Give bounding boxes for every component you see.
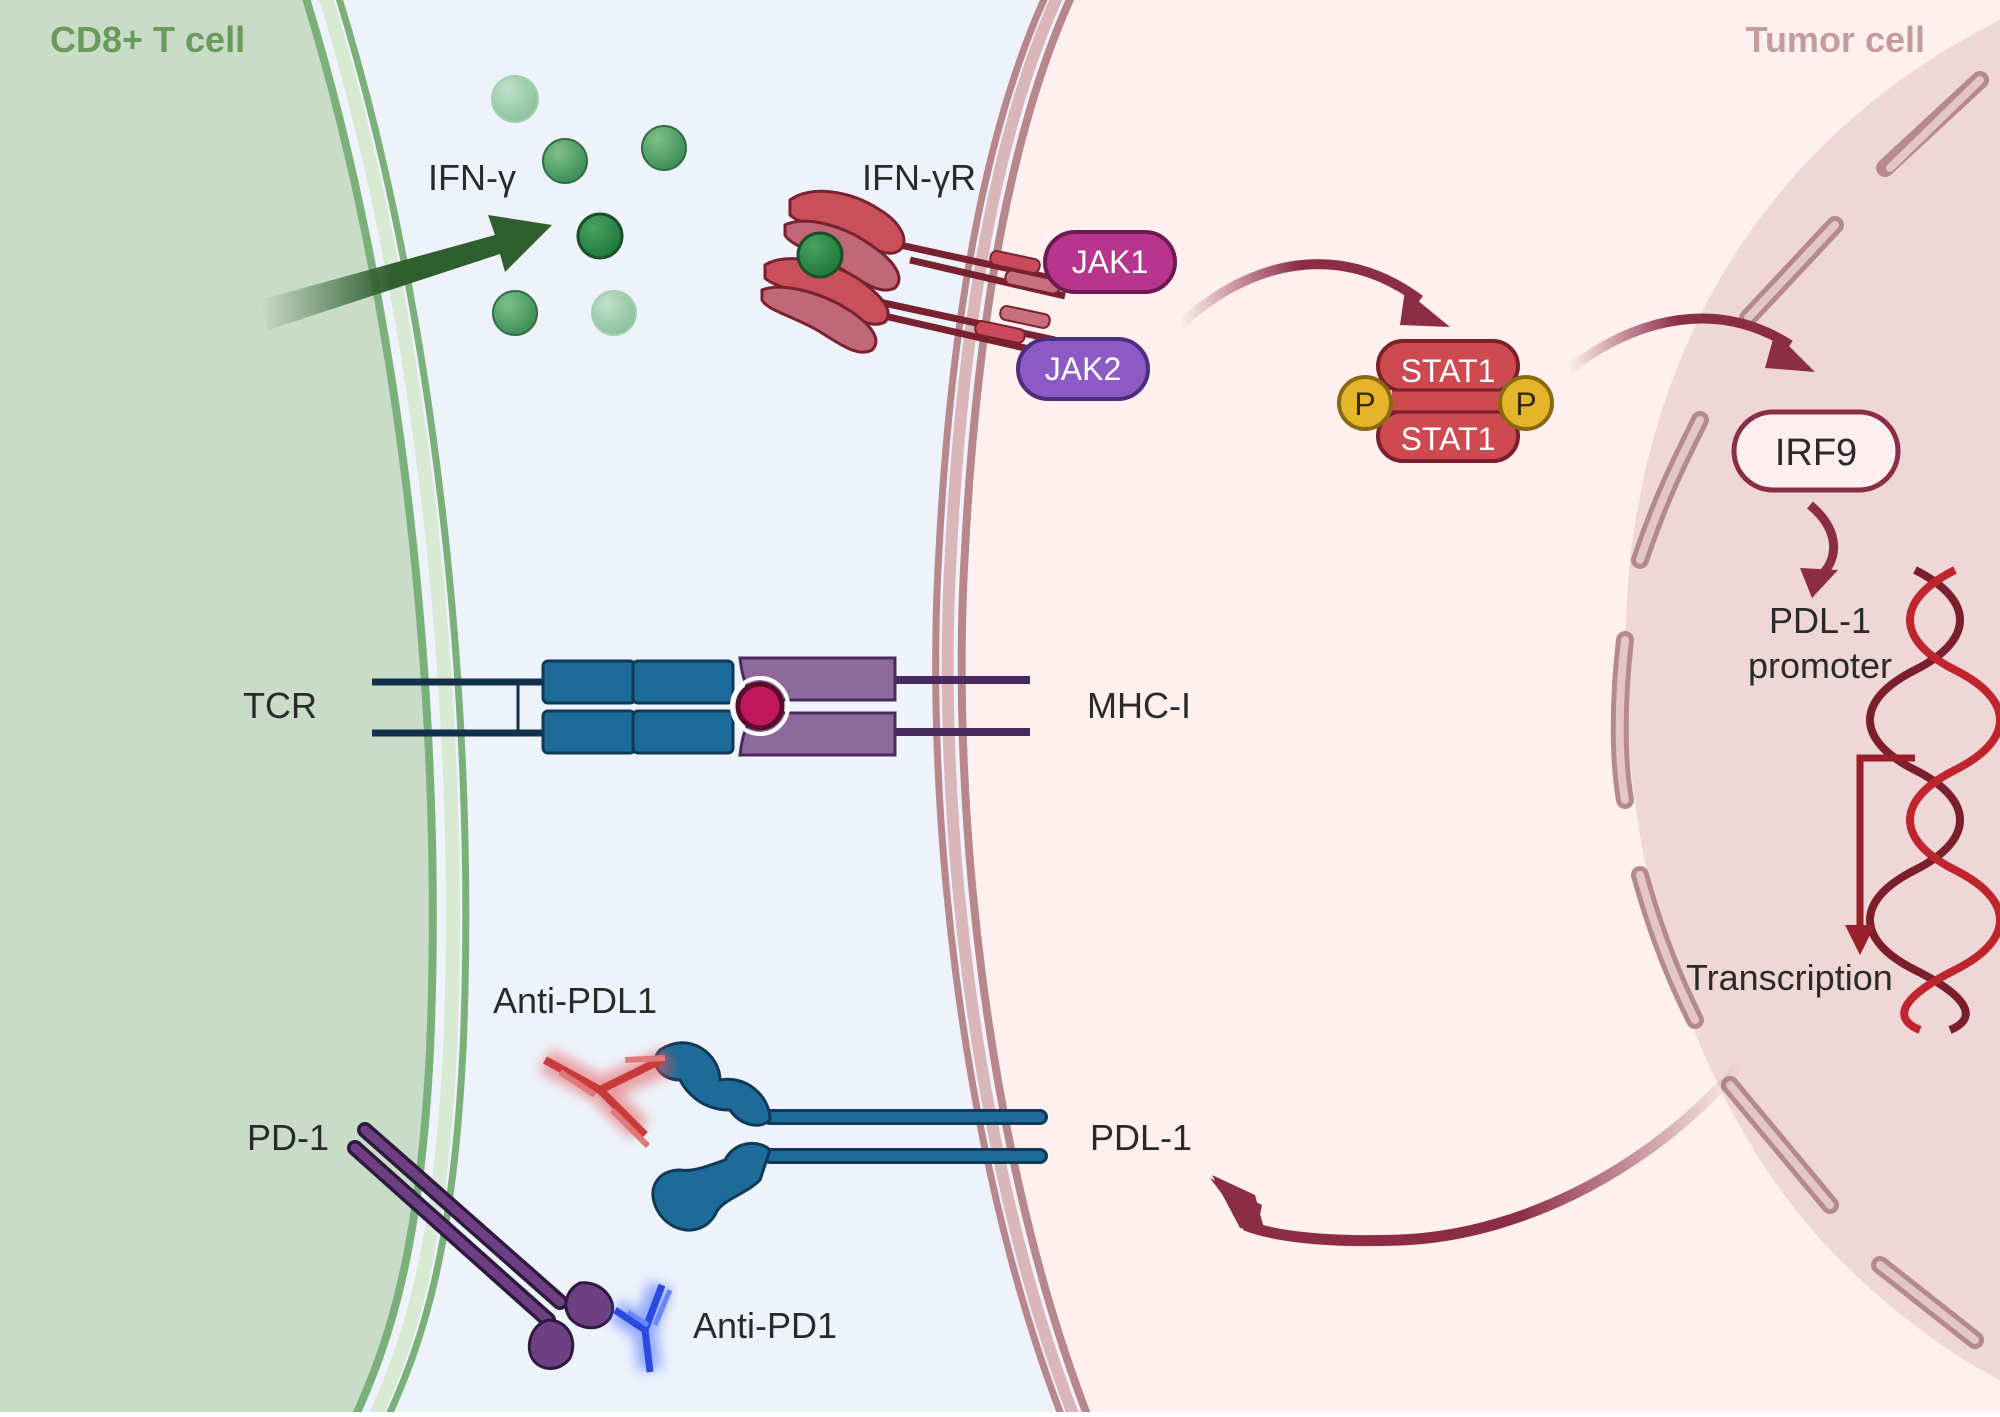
ifn-gamma-receptor-label: IFN-γR — [862, 157, 976, 198]
ifn-gamma-molecule-icon — [491, 75, 687, 336]
ifn-gamma-label: IFN-γ — [428, 157, 516, 198]
tcr-label: TCR — [243, 685, 317, 726]
stat1-top-label: STAT1 — [1401, 353, 1496, 389]
irf9-badge: IRF9 — [1731, 409, 1901, 493]
jak1-badge: JAK1 — [1043, 230, 1177, 294]
t-cell-body — [0, 0, 433, 1412]
phospho-right-icon — [1498, 375, 1554, 431]
jak2-badge: JAK2 — [1016, 337, 1150, 401]
pdl1-promoter-label-line1: PDL-1 — [1769, 600, 1871, 641]
ifn-gamma-receptor-icon — [760, 189, 1066, 360]
tumor-membrane-core — [941, 0, 1080, 1417]
tumor-cell-label: Tumor cell — [1746, 19, 1925, 60]
phospho-left-label: P — [1354, 386, 1375, 422]
pdl1-ligand-icon — [651, 1041, 1048, 1232]
irf9-label: IRF9 — [1775, 432, 1857, 474]
tumor-nucleus — [1625, 20, 2000, 1380]
tcr-complex-icon — [372, 659, 735, 755]
dna-helix-icon — [1866, 566, 2000, 1034]
t-cell-membrane-outer — [302, 0, 437, 1417]
phospho-left-icon — [1337, 375, 1393, 431]
tumor-membrane-inner — [932, 0, 1066, 1417]
mhc-complex-icon — [730, 656, 1030, 757]
phospho-right-label: P — [1515, 386, 1536, 422]
stat-to-irf9-arrow — [1564, 313, 1815, 374]
anti-pd1-label: Anti-PD1 — [693, 1305, 837, 1346]
transcription-arrow — [1845, 754, 1915, 955]
pd1-receptor-icon — [347, 1122, 615, 1370]
jak2-label: JAK2 — [1045, 351, 1121, 387]
tumor-membrane-outer — [957, 0, 1092, 1417]
stat1-dimer: STAT1 STAT1 P P — [1337, 339, 1554, 463]
jak-to-stat-arrow — [1176, 259, 1450, 329]
anti-pdl1-antibody-icon — [538, 1048, 676, 1149]
pdl1-promoter-label-line2: promoter — [1748, 645, 1892, 686]
ifn-gamma-secretion-arrow — [260, 215, 552, 330]
t-cell-membrane-core — [319, 0, 460, 1417]
pd1-label: PD-1 — [247, 1117, 329, 1158]
jak1-label: JAK1 — [1072, 244, 1148, 280]
pdl1-expression-arrow — [1210, 1061, 1745, 1247]
t-cell-membrane-inner — [335, 0, 470, 1417]
anti-pdl1-label: Anti-PDL1 — [493, 980, 657, 1021]
transcription-label: Transcription — [1686, 957, 1893, 998]
irf9-to-promoter-arrow — [1800, 501, 1838, 598]
nuclear-envelope — [1610, 71, 1989, 1349]
t-cell-label: CD8+ T cell — [50, 19, 245, 60]
pdl1-label: PDL-1 — [1090, 1117, 1192, 1158]
stat1-bottom-label: STAT1 — [1401, 421, 1496, 457]
mhc1-label: MHC-I — [1087, 685, 1191, 726]
anti-pd1-antibody-icon — [608, 1281, 673, 1373]
